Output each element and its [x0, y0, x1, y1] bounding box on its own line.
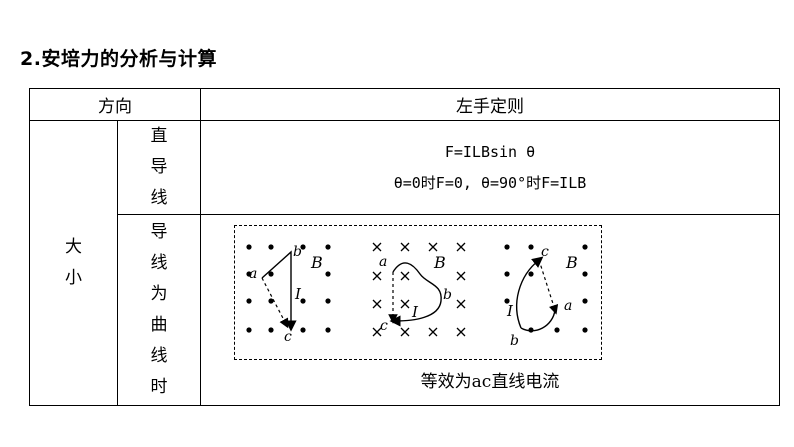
panel2-label-B: B — [433, 253, 446, 272]
straight-wire-row: 大 小 直 导 线 F=ILBsin θ θ=0时F=0, θ=90°时F=IL… — [29, 120, 780, 406]
field-diagram: a b c I B — [246, 242, 588, 349]
straight-wire-label-cell: 直 导 线 — [117, 120, 201, 215]
panel3-field-dots — [504, 244, 588, 333]
panel1-label-c: c — [284, 329, 292, 345]
curved-wire-label-cell: 导 线 为 曲 线 时 — [117, 214, 201, 406]
field-diagram-box: a b c I B — [234, 225, 602, 360]
panel1-field-dots — [246, 244, 331, 333]
formula-special-cases: θ=0时F=0, θ=90°时F=ILB — [393, 173, 587, 192]
panel2-label-b: b — [443, 287, 452, 303]
panel2-label-a: a — [379, 254, 387, 270]
panel1-wire — [261, 250, 297, 332]
curved-wire-row: 导 线 为 曲 线 时 — [30, 214, 780, 406]
panel2-label-c: c — [380, 318, 388, 334]
panel1-label-b: b — [293, 244, 302, 260]
direction-label: 方向 — [29, 88, 201, 121]
panel3-wire — [516, 256, 559, 332]
panel1-label-I: I — [294, 285, 302, 303]
panel2-label-I: I — [411, 303, 419, 321]
panel1-label-B: B — [310, 253, 323, 272]
curve-caption: 等效为ac直线电流 — [420, 372, 560, 392]
size-label-cell: 大 小 — [29, 120, 118, 406]
panel1-label-a: a — [249, 266, 257, 282]
panel3-label-a: a — [564, 298, 572, 314]
panel2-field-crosses — [372, 242, 466, 337]
panel3-label-b: b — [510, 333, 519, 349]
panel3-label-c: c — [541, 244, 549, 260]
panel2-wire — [388, 262, 442, 327]
panel3-label-B: B — [565, 253, 578, 272]
formula-general: F=ILBsin θ — [444, 142, 536, 161]
straight-wire-label: 直 导 线 — [150, 126, 168, 208]
straight-wire-formula-cell: F=ILBsin θ θ=0时F=0, θ=90°时F=ILB — [200, 120, 780, 215]
ampere-force-table: 方向 左手定则 大 小 直 导 线 F=ILBsin θ θ=0时F=0, θ=… — [29, 88, 780, 406]
direction-value: 左手定则 — [200, 88, 780, 121]
curved-wire-label: 导 线 为 曲 线 时 — [150, 222, 168, 397]
panel3-label-I: I — [506, 302, 514, 320]
direction-row: 方向 左手定则 — [29, 88, 780, 121]
section-heading: 2.安培力的分析与计算 — [20, 48, 217, 70]
size-label: 大 小 — [65, 237, 82, 288]
curved-wire-diagram-cell: a b c I B — [200, 214, 780, 406]
